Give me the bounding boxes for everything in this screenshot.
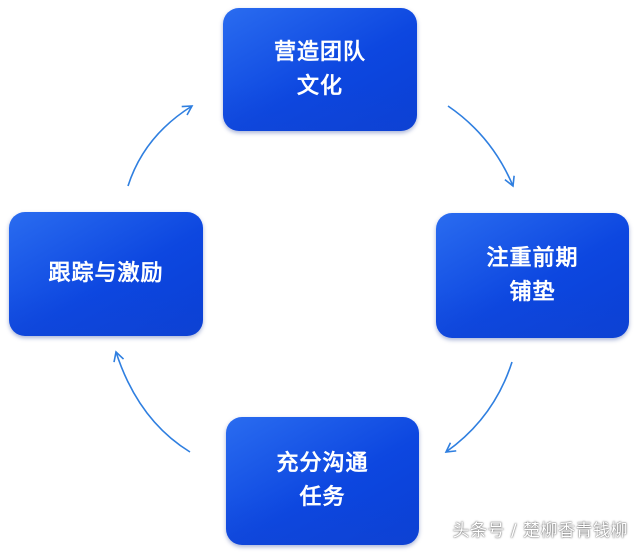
node-communicate-tasks: 充分沟通 任务 [226, 417, 419, 545]
node-label: 跟踪与激励 [48, 261, 164, 286]
arrow-right-to-bottom [444, 361, 513, 453]
arrow-top-to-right [447, 105, 515, 188]
watermark-text: 头条号 / 楚柳香青钱柳 [452, 521, 628, 541]
arrow-left-to-top [127, 105, 194, 187]
node-build-team-culture: 营造团队 文化 [223, 8, 417, 131]
node-early-groundwork: 注重前期 铺垫 [436, 213, 629, 338]
node-label: 营造团队 文化 [273, 39, 366, 99]
node-label: 注重前期 铺垫 [486, 245, 579, 305]
node-label: 充分沟通 任务 [276, 451, 369, 510]
arrow-bottom-to-left [113, 350, 191, 453]
node-track-and-motivate: 跟踪与激励 [9, 212, 203, 336]
